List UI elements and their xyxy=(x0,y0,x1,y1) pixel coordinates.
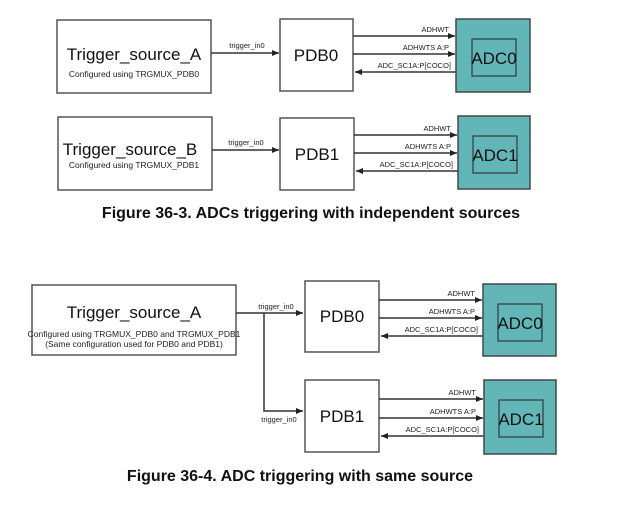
trigger-wire-b-label: trigger_in0 xyxy=(228,138,263,147)
pdb1-shared-label: PDB1 xyxy=(320,407,364,426)
pdb1-label: PDB1 xyxy=(295,145,339,164)
adc1-label: ADC1 xyxy=(472,146,517,165)
signal-adhwt-s0-label: ADHWT xyxy=(448,289,476,298)
figure-36-3-caption: Figure 36-3. ADCs triggering with indepe… xyxy=(102,205,520,222)
signal-adhwt-s1-label: ADHWT xyxy=(449,388,477,397)
shared-trigger-source-note-2: (Same configuration used for PDB0 and PD… xyxy=(45,339,223,349)
trigger-wire-pdb1-label: trigger_in0 xyxy=(261,415,296,424)
adc1-inner-box xyxy=(472,135,518,174)
signal-adhwts-s1-label: ADHWTS A:P xyxy=(430,407,476,416)
figure-36-4-caption: Figure 36-4. ADC triggering with same so… xyxy=(127,468,473,485)
trigger-source-b-title: Trigger_source_B xyxy=(63,140,198,159)
pdb0-shared-label: PDB0 xyxy=(320,307,364,326)
trigger-source-a-box xyxy=(56,19,212,94)
signal-coco-s0-label: ADC_SC1A:P[COCO] xyxy=(405,325,478,334)
trigger-source-b-box xyxy=(57,116,213,191)
pdb0-box xyxy=(279,18,354,92)
figure-36-3: Trigger_source_A Configured using TRGMUX… xyxy=(56,18,531,222)
figure-36-4: Trigger_source_A Configured using TRGMUX… xyxy=(28,280,557,485)
adc1-shared-label: ADC1 xyxy=(498,410,543,429)
adc0-shared-label: ADC0 xyxy=(497,314,542,333)
trigger-source-b-note: Configured using TRGMUX_PDB1 xyxy=(69,160,200,170)
adc0-inner-box xyxy=(471,38,517,77)
signal-adhwt-0-label: ADHWT xyxy=(422,25,450,34)
adc0-outer-box xyxy=(455,18,531,93)
trigger-wire-a-label: trigger_in0 xyxy=(229,41,264,50)
signal-adhwts-0-label: ADHWTS A:P xyxy=(403,43,449,52)
signal-adhwts-1-label: ADHWTS A:P xyxy=(405,142,451,151)
adc1-shared-inner-box xyxy=(498,399,544,438)
signal-coco-0-label: ADC_SC1A:P[COCO] xyxy=(378,61,451,70)
shared-trigger-source-title: Trigger_source_A xyxy=(67,303,202,322)
adc0-label: ADC0 xyxy=(471,49,516,68)
trigger-source-a-note: Configured using TRGMUX_PDB0 xyxy=(69,69,200,79)
adc0-shared-inner-box xyxy=(497,303,543,342)
signal-adhwt-1-label: ADHWT xyxy=(424,124,452,133)
pdb1-box xyxy=(279,117,355,191)
pdb1-shared-box xyxy=(304,379,380,453)
trigger-wire-pdb1 xyxy=(263,313,303,414)
pdb0-label: PDB0 xyxy=(294,46,338,65)
shared-trigger-source-box xyxy=(31,284,237,356)
shared-trigger-source-note-1: Configured using TRGMUX_PDB0 and TRGMUX_… xyxy=(28,329,241,339)
trigger-source-a-title: Trigger_source_A xyxy=(67,45,202,64)
signal-adhwts-s0-label: ADHWTS A:P xyxy=(429,307,475,316)
trigger-wire-pdb0-label: trigger_in0 xyxy=(258,302,293,311)
pdb0-shared-box xyxy=(304,280,380,353)
signal-coco-1-label: ADC_SC1A:P[COCO] xyxy=(380,160,453,169)
signal-coco-s1-label: ADC_SC1A:P[COCO] xyxy=(406,425,479,434)
